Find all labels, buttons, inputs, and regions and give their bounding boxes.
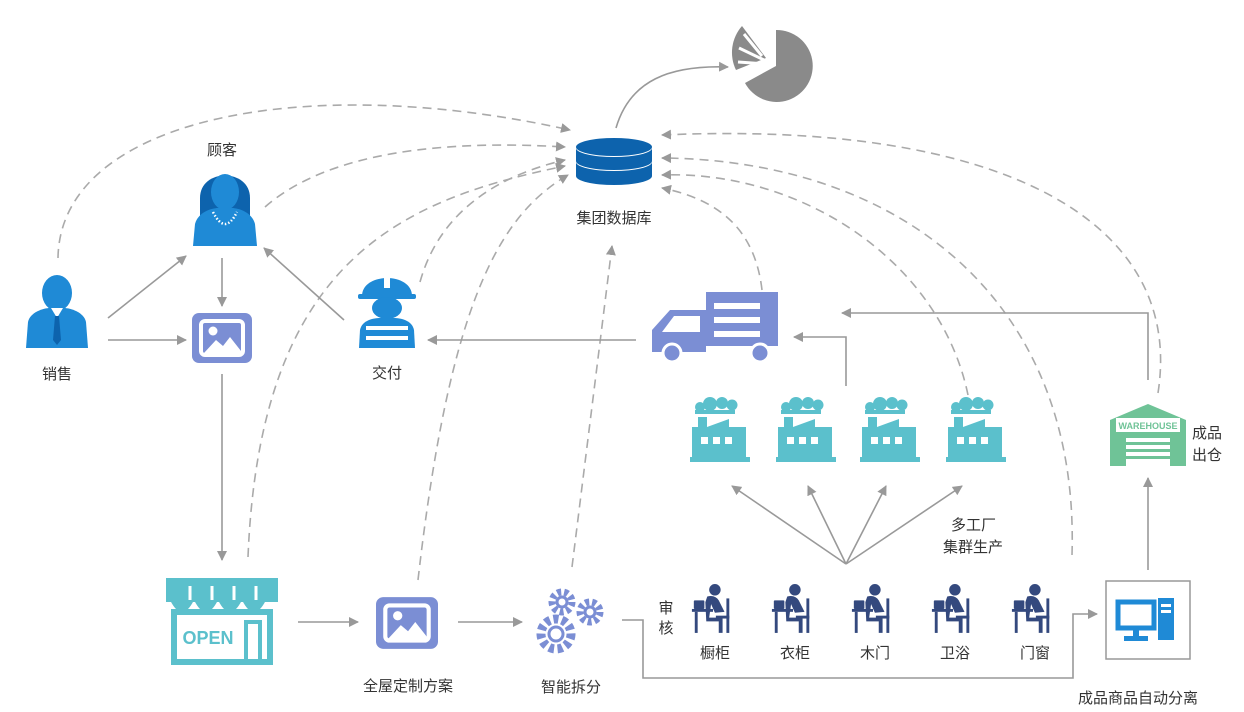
warehouse-label: 成品 出仓: [1192, 422, 1222, 466]
database-label: 集团数据库: [576, 209, 652, 227]
factories-label-line2: 集群生产: [943, 538, 1004, 556]
warehouse-sign: WAREHOUSE: [1118, 421, 1177, 431]
pie-chart-icon: [731, 26, 813, 102]
store-icon: OPEN: [166, 578, 278, 665]
worker-icon: [931, 584, 970, 633]
factory-icon: [946, 397, 1006, 462]
worker-label: 木门: [859, 644, 891, 662]
sales-label: 销售: [41, 365, 73, 383]
worker-label: 橱柜: [699, 644, 731, 662]
factory-icon: [776, 397, 836, 462]
image-icon: [192, 313, 252, 363]
factory-icon: [860, 397, 920, 462]
review-label: 审核: [658, 599, 674, 637]
worker-icon: [771, 584, 810, 633]
worker-label: 门窗: [1019, 644, 1051, 662]
split-label: 智能拆分: [540, 678, 602, 696]
factory-icon: [690, 397, 750, 462]
gears-icon: [536, 588, 604, 654]
warehouse-label-line1: 成品: [1192, 424, 1223, 442]
store-sign: OPEN: [182, 628, 233, 648]
factories-label: 多工厂 集群生产: [943, 514, 1003, 558]
image-icon: [376, 597, 438, 649]
worker-icon: [691, 584, 730, 633]
warehouse-icon: WAREHOUSE: [1110, 404, 1186, 466]
sorting-label: 成品商品自动分离: [1078, 689, 1199, 707]
delivery-label: 交付: [371, 364, 403, 382]
computer-icon: [1105, 580, 1191, 660]
warehouse-label-line2: 出仓: [1192, 446, 1223, 464]
plan-label: 全屋定制方案: [362, 677, 454, 695]
salesperson-icon: [26, 275, 88, 348]
factories-label-line1: 多工厂: [951, 516, 997, 534]
customer-icon: [193, 174, 257, 246]
worker-icon: [851, 584, 890, 633]
worker-icon: [1011, 584, 1050, 633]
truck-icon: [652, 292, 778, 364]
worker-label: 卫浴: [939, 644, 971, 662]
database-icon: [576, 138, 652, 185]
construction-worker-icon: [358, 274, 416, 348]
worker-label: 衣柜: [779, 644, 811, 662]
customer-label: 顾客: [206, 141, 238, 159]
